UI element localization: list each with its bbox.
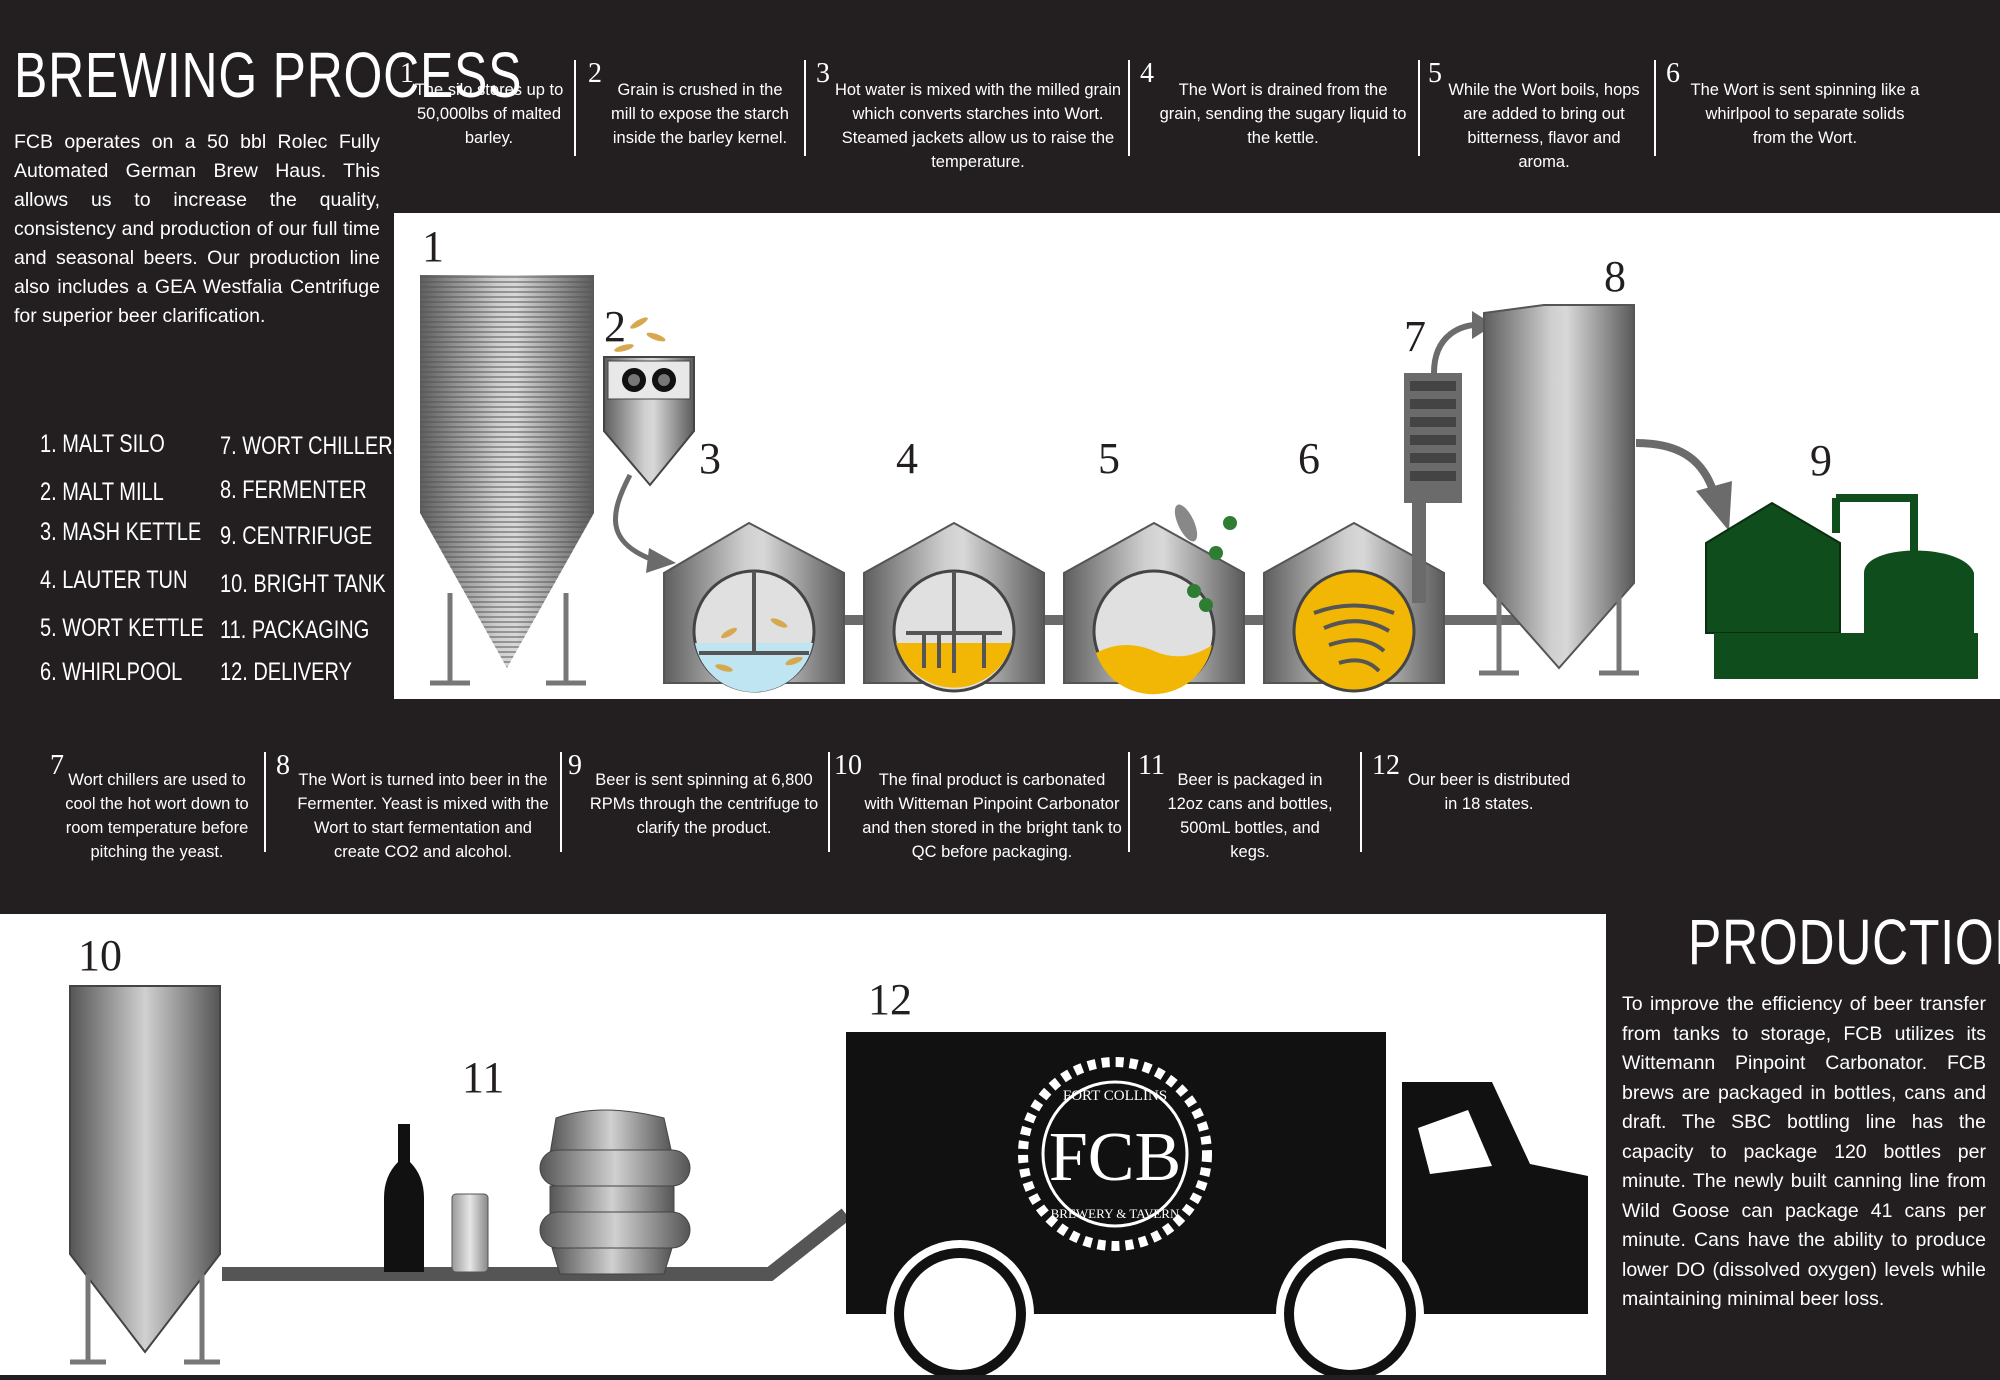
- wheel: [1276, 1240, 1424, 1380]
- step-text: The Wort is drained from the grain, send…: [1159, 81, 1407, 147]
- step-number: 7: [50, 750, 64, 781]
- step-text: Hot water is mixed with the milled grain…: [834, 81, 1122, 171]
- step-divider: [1418, 60, 1420, 156]
- bottle-icon: [384, 1124, 424, 1272]
- step-number: 4: [1140, 58, 1154, 89]
- logo-text-center: FCB: [1049, 1119, 1181, 1196]
- step-number: 12: [1372, 750, 1400, 781]
- diagram-label: 11: [462, 1053, 504, 1102]
- intro-paragraph: FCB operates on a 50 bbl Rolec Fully Aut…: [14, 131, 380, 327]
- step-number: 8: [276, 750, 290, 781]
- fcb-logo: FORT COLLINS FCB BREWERY & TAVERN: [1018, 1057, 1212, 1251]
- legend-item: 8. FERMENTER: [220, 476, 367, 504]
- step-divider: [804, 60, 806, 156]
- step-number: 2: [588, 58, 602, 89]
- whirlpool-tank: [1263, 521, 1445, 693]
- legend-item: 12. DELIVERY: [220, 658, 352, 686]
- legend-item: 6. WHIRLPOOL: [40, 658, 183, 686]
- logo-text-bottom: BREWERY & TAVERN: [1051, 1206, 1180, 1221]
- diagram-label: 1: [422, 222, 444, 271]
- step-text: The final product is carbonated with Wit…: [862, 771, 1122, 861]
- production-paragraph: To improve the efficiency of beer transf…: [1622, 993, 1986, 1310]
- step-text: Beer is packaged in 12oz cans and bottle…: [1167, 771, 1333, 861]
- can-icon: [451, 1193, 489, 1273]
- wort-kettle: [1063, 504, 1245, 695]
- diagram-label: 8: [1604, 252, 1626, 301]
- malt-mill: [603, 317, 695, 573]
- mash-kettle: [663, 521, 845, 693]
- step-number: 5: [1428, 58, 1442, 89]
- step-number: 6: [1666, 58, 1680, 89]
- brewhouse-diagram: 1 2 3: [420, 222, 1978, 695]
- keg-icon: [539, 1109, 691, 1275]
- legend-item: 5. WORT KETTLE: [40, 614, 204, 642]
- step-divider: [1128, 60, 1130, 156]
- step-divider: [560, 752, 562, 852]
- diagram-label: 9: [1810, 436, 1832, 485]
- step-divider: [574, 60, 576, 156]
- legend-item: 10. BRIGHT TANK: [220, 570, 386, 598]
- production-diagram: 10 11 12: [69, 931, 1588, 1380]
- step-text: Grain is crushed in the mill to expose t…: [611, 81, 789, 147]
- step-divider: [828, 752, 830, 852]
- hops-icon: [1187, 516, 1237, 612]
- diagram-label: 5: [1098, 434, 1120, 483]
- step-text: Wort chillers are used to cool the hot w…: [65, 771, 249, 861]
- diagram-label: 10: [78, 931, 122, 980]
- diagram-label: 2: [604, 302, 626, 351]
- conveyor-pipe: [222, 1208, 851, 1281]
- legend-item: 7. WORT CHILLERS: [220, 432, 406, 460]
- bright-tank: [69, 985, 221, 1365]
- malt-silo: [420, 275, 594, 686]
- step-number: 10: [834, 750, 862, 781]
- step-number: 3: [816, 58, 830, 89]
- step-text: Beer is sent spinning at 6,800 RPMs thro…: [589, 771, 819, 837]
- step-number: 9: [568, 750, 582, 781]
- wort-chiller: [1404, 311, 1494, 603]
- step-text: The silo stores up to 50,000lbs of malte…: [414, 81, 564, 147]
- legend-item: 2. MALT MILL: [40, 478, 164, 506]
- diagram-label: 6: [1298, 434, 1320, 483]
- legend-item: 4. LAUTER TUN: [40, 566, 188, 594]
- step-text: The Wort is sent spinning like a whirlpo…: [1690, 81, 1920, 147]
- diagram-label: 4: [896, 434, 918, 483]
- step-divider: [1360, 752, 1362, 852]
- wheel: [886, 1240, 1034, 1380]
- delivery-truck: FORT COLLINS FCB BREWERY & TAVERN: [846, 1032, 1588, 1380]
- step-divider: [264, 752, 266, 852]
- step-text: While the Wort boils, hops are added to …: [1448, 81, 1640, 171]
- fermenter-tank: [1479, 304, 1732, 676]
- production-diagram-band: 10 11 12: [0, 914, 1606, 1380]
- step-text: Our beer is distributed in 18 states.: [1407, 771, 1571, 813]
- step-divider: [1128, 752, 1130, 852]
- legend-item: 3. MASH KETTLE: [40, 518, 202, 546]
- lauter-tun: [863, 521, 1045, 693]
- legend-item: 1. MALT SILO: [40, 430, 165, 458]
- diagram-label: 3: [699, 434, 721, 483]
- step-divider: [1654, 60, 1656, 156]
- production-title: PRODUCTION: [1688, 906, 2000, 978]
- diagram-label: 7: [1404, 312, 1426, 361]
- step-text: The Wort is turned into beer in the Ferm…: [297, 771, 549, 861]
- step-number: 1: [400, 58, 414, 89]
- centrifuge: [1705, 494, 1978, 679]
- step-number: 11: [1138, 750, 1165, 781]
- page-title: BREWING PROCESS: [14, 39, 523, 111]
- logo-text-top: FORT COLLINS: [1063, 1088, 1167, 1104]
- legend-item: 9. CENTRIFUGE: [220, 522, 373, 550]
- legend-item: 11. PACKAGING: [220, 616, 370, 644]
- brewhouse-diagram-band: 1 2 3: [394, 213, 2000, 699]
- diagram-label: 12: [868, 975, 912, 1024]
